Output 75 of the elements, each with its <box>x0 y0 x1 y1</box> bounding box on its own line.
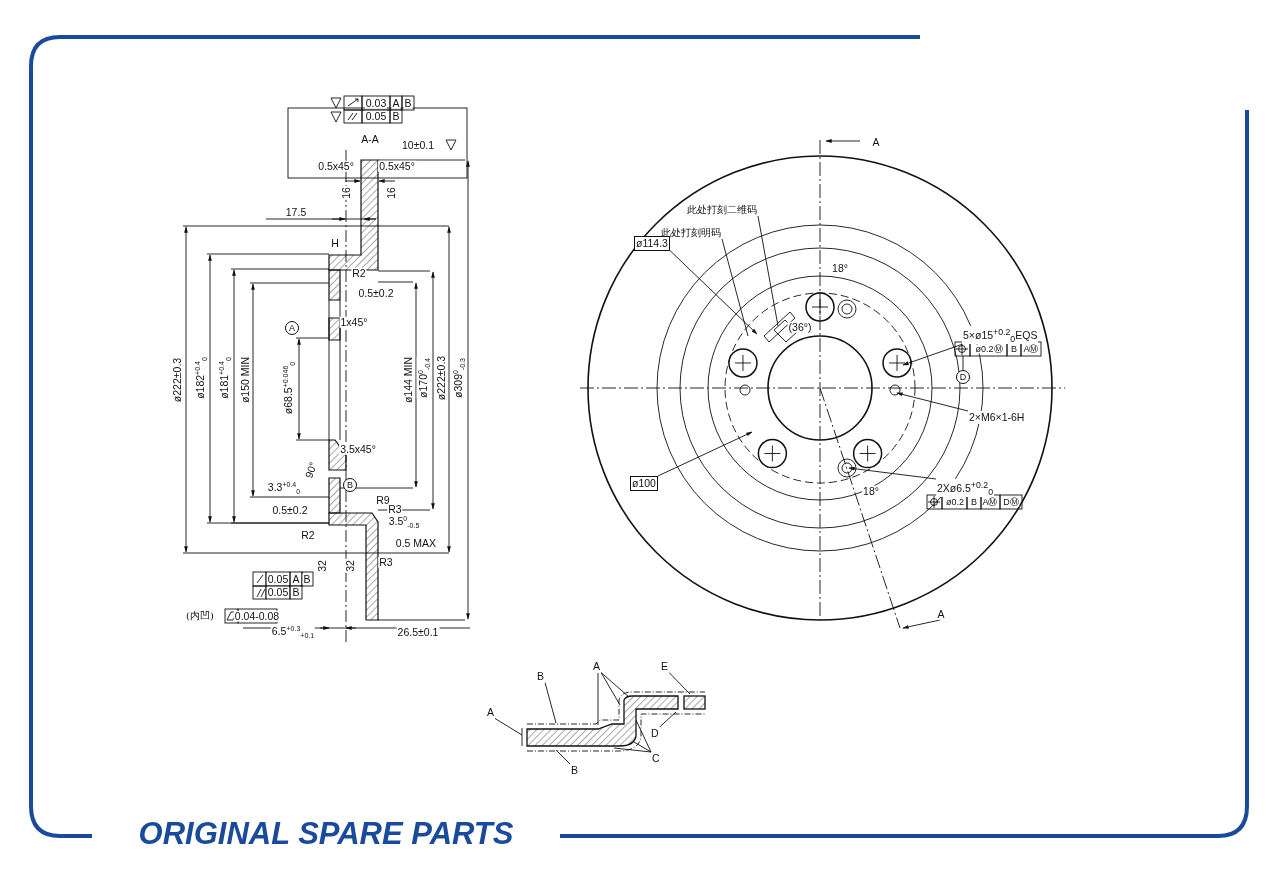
angle-dimension: 18° <box>862 485 880 497</box>
tolerance-value: ø0.2Ⓜ <box>975 344 1003 354</box>
dimension-text: R3 <box>387 503 403 515</box>
tolerance-value: 0.05 <box>266 586 290 598</box>
tolerance-value: B <box>391 110 401 122</box>
dimension-text: 26.5±0.1 <box>396 626 440 638</box>
dimension-text: ø222±0.3 <box>171 356 183 404</box>
dimension-text: 0.5±0.2 <box>357 287 395 299</box>
tolerance-value: AⓂ <box>982 497 998 507</box>
angle-dimension: (36°) <box>787 321 813 333</box>
note-callout: 此处打刻二维码 <box>686 204 758 216</box>
tolerance-value: DⓂ <box>1003 497 1019 507</box>
callout-text: B <box>536 670 545 683</box>
leader-line <box>659 711 677 728</box>
datum-label: D <box>956 370 970 384</box>
leader-line <box>757 215 779 327</box>
dimension-text: 0.5±0.2 <box>271 504 309 516</box>
leader-line <box>635 719 652 753</box>
leader-line <box>597 672 599 726</box>
leader-line <box>600 672 630 698</box>
dimension-text: 10±0.1 <box>401 139 435 151</box>
datum-label: B <box>343 478 357 492</box>
callout-text: A <box>486 706 495 719</box>
angle-dimension: 18° <box>831 262 849 274</box>
roughness-value: 32 <box>316 559 328 573</box>
roughness-value: 16 <box>340 186 352 200</box>
callout-text: D <box>650 727 660 740</box>
datum-label: A <box>285 321 299 335</box>
tolerance-value: B <box>291 586 301 598</box>
tolerance-value: 0.04-0.08 <box>233 610 281 622</box>
leader-line <box>613 747 652 753</box>
dimension-text: H <box>330 237 340 249</box>
tolerance-value: 0.05 <box>364 110 388 122</box>
tolerance-value: A <box>291 573 301 585</box>
dimension-callout: ø114.3 <box>634 236 670 251</box>
dimension-text: R2 <box>351 267 367 279</box>
tolerance-value: B <box>403 97 413 109</box>
dimension-text: 17.5 <box>284 206 308 218</box>
dimension-text: ø150 MIN <box>239 355 251 405</box>
section-mark: A <box>936 608 946 620</box>
section-mark: A <box>871 136 881 148</box>
note-text: (内凹) <box>185 611 215 621</box>
dimension-text: R2 <box>300 529 316 541</box>
dimension-text: 0.5 MAX <box>394 537 438 549</box>
callout-text: 5×ø15$^{+0.2}$$_{0}$EQS <box>962 326 1039 345</box>
dimension-callout: ø100 <box>630 476 658 491</box>
callout-text: A <box>592 660 601 673</box>
dimension-text: 0.5x45° <box>378 160 416 172</box>
callout-text: 2×M6×1-6H <box>968 411 1026 424</box>
tolerance-value: 0.03 <box>364 97 388 109</box>
leader-line <box>668 672 691 695</box>
callout-text: C <box>651 752 661 765</box>
leader-line <box>544 682 557 724</box>
roughness-value: 16 <box>385 186 397 200</box>
dimension-text: 3.5x45° <box>339 443 377 455</box>
dimension-text: 1x45° <box>339 316 369 328</box>
tolerance-value: B <box>302 573 312 585</box>
leader-line <box>555 749 571 765</box>
leader-line <box>494 718 523 736</box>
section-mark: A-A <box>360 133 380 145</box>
leader-line <box>721 238 749 337</box>
callout-text: B <box>570 764 579 777</box>
dimension-text: R9 <box>375 494 391 506</box>
leader-line <box>633 741 652 753</box>
leader-line <box>600 672 621 706</box>
dimension-text: ø144 MIN <box>402 355 414 405</box>
tolerance-value: A <box>391 97 401 109</box>
tolerance-value: 0.05 <box>266 573 290 585</box>
dimension-text: ø222±0.3 <box>435 354 447 402</box>
dimension-text: R3 <box>378 556 394 568</box>
roughness-value: 32 <box>344 559 356 573</box>
section-detail-drawing <box>521 691 706 752</box>
callout-text: E <box>660 660 669 673</box>
tolerance-value: AⓂ <box>1023 344 1039 354</box>
dimension-text: 0.5x45° <box>317 160 355 172</box>
